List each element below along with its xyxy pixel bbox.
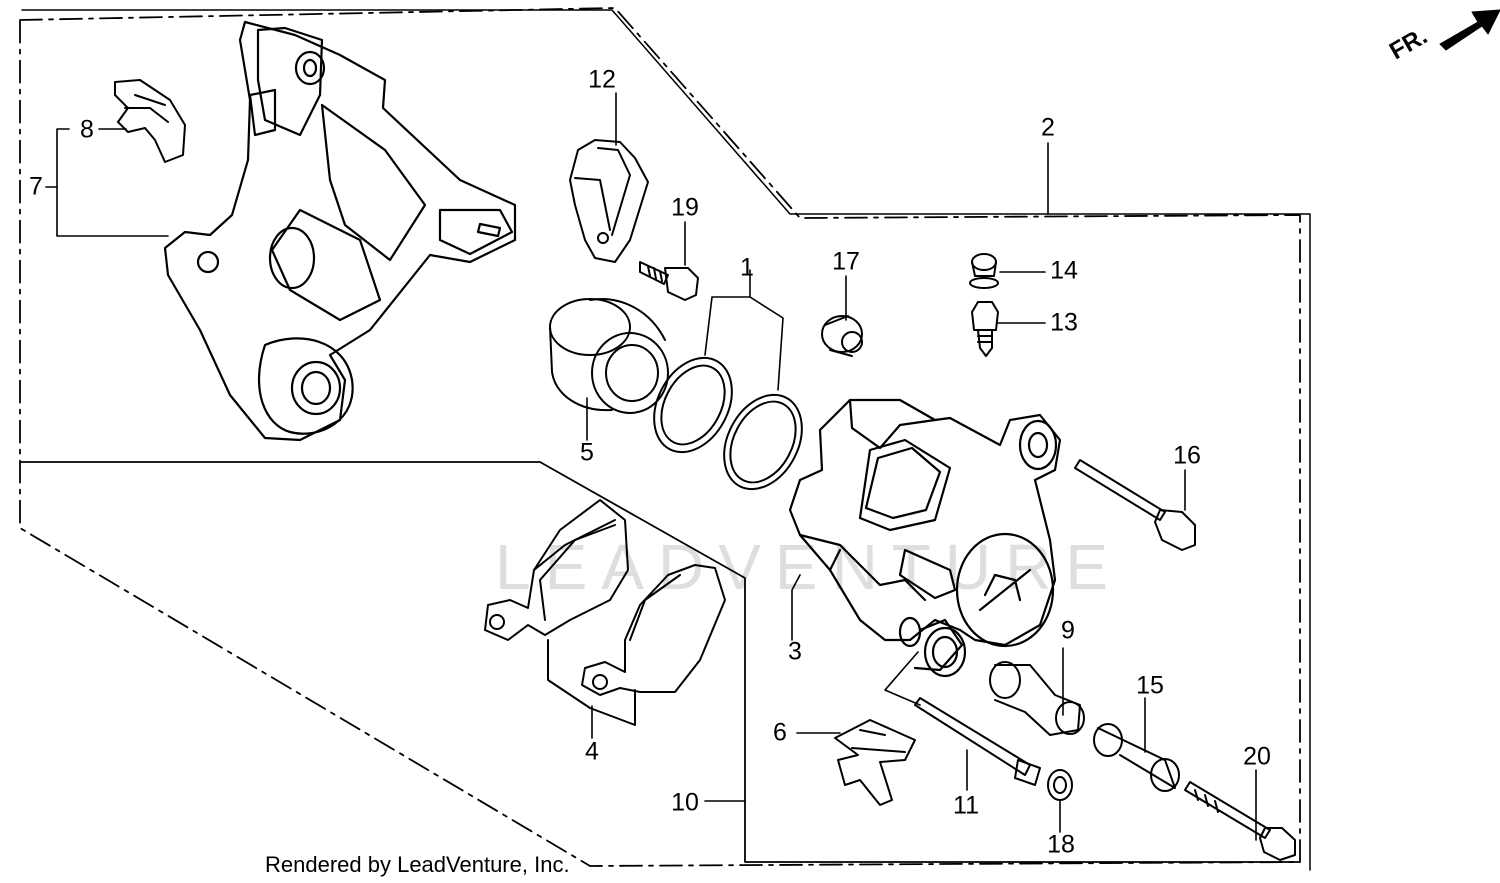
callout-8: 8 — [80, 115, 94, 144]
caliper-bracket — [163, 20, 517, 442]
callout-9: 9 — [1061, 616, 1075, 645]
callout-20: 20 — [1243, 742, 1271, 771]
upper-left-frame — [21, 9, 1311, 871]
callout-10: 10 — [671, 788, 699, 817]
callout-19: 19 — [671, 193, 699, 222]
pad-retainer-12 — [569, 139, 649, 263]
callout-3: 3 — [788, 637, 802, 666]
callout-2: 2 — [1041, 113, 1055, 142]
footer-credit: Rendered by LeadVenture, Inc. — [265, 852, 570, 877]
callout-17: 17 — [832, 247, 860, 276]
bolt-19 — [639, 261, 699, 301]
piston-5 — [549, 298, 669, 414]
outer-group-frame — [19, 7, 1301, 867]
slide-pin-16 — [1074, 459, 1196, 551]
sleeve-15 — [1093, 723, 1180, 792]
callout-13: 13 — [1050, 308, 1078, 337]
caliper-group-frame — [19, 461, 1301, 863]
bleeder-valve-13 — [971, 301, 999, 357]
callout-16: 16 — [1173, 441, 1201, 470]
callout-12: 12 — [588, 65, 616, 94]
group-frames — [19, 7, 1311, 871]
pad-spring-clip-6 — [834, 719, 916, 806]
callout-15: 15 — [1136, 671, 1164, 700]
front-direction-arrow — [1439, 9, 1500, 51]
bleeder-cap-14 — [969, 253, 999, 289]
slide-pin-11 — [914, 697, 1041, 786]
bolt-20 — [1184, 781, 1296, 861]
callout-4: 4 — [585, 737, 599, 766]
seal-18 — [1047, 769, 1073, 801]
pin-boot-9 — [989, 661, 1085, 736]
callout-1: 1 — [740, 253, 754, 282]
brake-pads-4 — [484, 499, 726, 726]
callout-7: 7 — [29, 172, 43, 201]
pad-spring-clip-8 — [114, 79, 186, 163]
callout-11: 11 — [953, 791, 979, 820]
boot-17 — [821, 315, 863, 357]
watermark: LEADVENTURE — [495, 531, 1122, 603]
callout-14: 14 — [1050, 256, 1078, 285]
piston-seals-1 — [653, 356, 803, 491]
callout-6: 6 — [773, 718, 787, 747]
caliper-body-3 — [788, 398, 1062, 678]
callout-5: 5 — [580, 438, 594, 467]
callout-18: 18 — [1047, 830, 1075, 859]
leader-lines — [45, 92, 1257, 841]
